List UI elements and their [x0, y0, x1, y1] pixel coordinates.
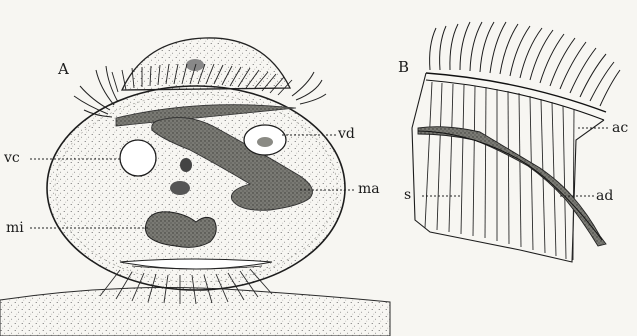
small-granule-1: [180, 158, 192, 172]
small-granule-2: [170, 181, 190, 195]
striations: [425, 82, 574, 260]
label-vd: vd: [338, 127, 355, 141]
dome-granule: [186, 59, 204, 71]
right-cirri: [292, 72, 326, 104]
label-ad: ad: [596, 189, 613, 203]
panel-b-cilia: [430, 22, 620, 106]
peristome-dome: [122, 38, 290, 90]
vacuole-vd-granule: [257, 137, 273, 147]
label-ac: ac: [612, 121, 628, 135]
panel-a-letter: A: [58, 62, 69, 77]
label-s: s: [404, 188, 411, 202]
label-mi: mi: [6, 221, 24, 235]
panel-b-letter: B: [398, 60, 409, 75]
contractile-vacuole: [120, 140, 156, 176]
panel-b: [412, 22, 620, 262]
adoral-fibre: [418, 127, 606, 246]
label-vc: vc: [4, 151, 20, 165]
label-ma: ma: [358, 182, 380, 196]
panel-a: [0, 38, 390, 336]
